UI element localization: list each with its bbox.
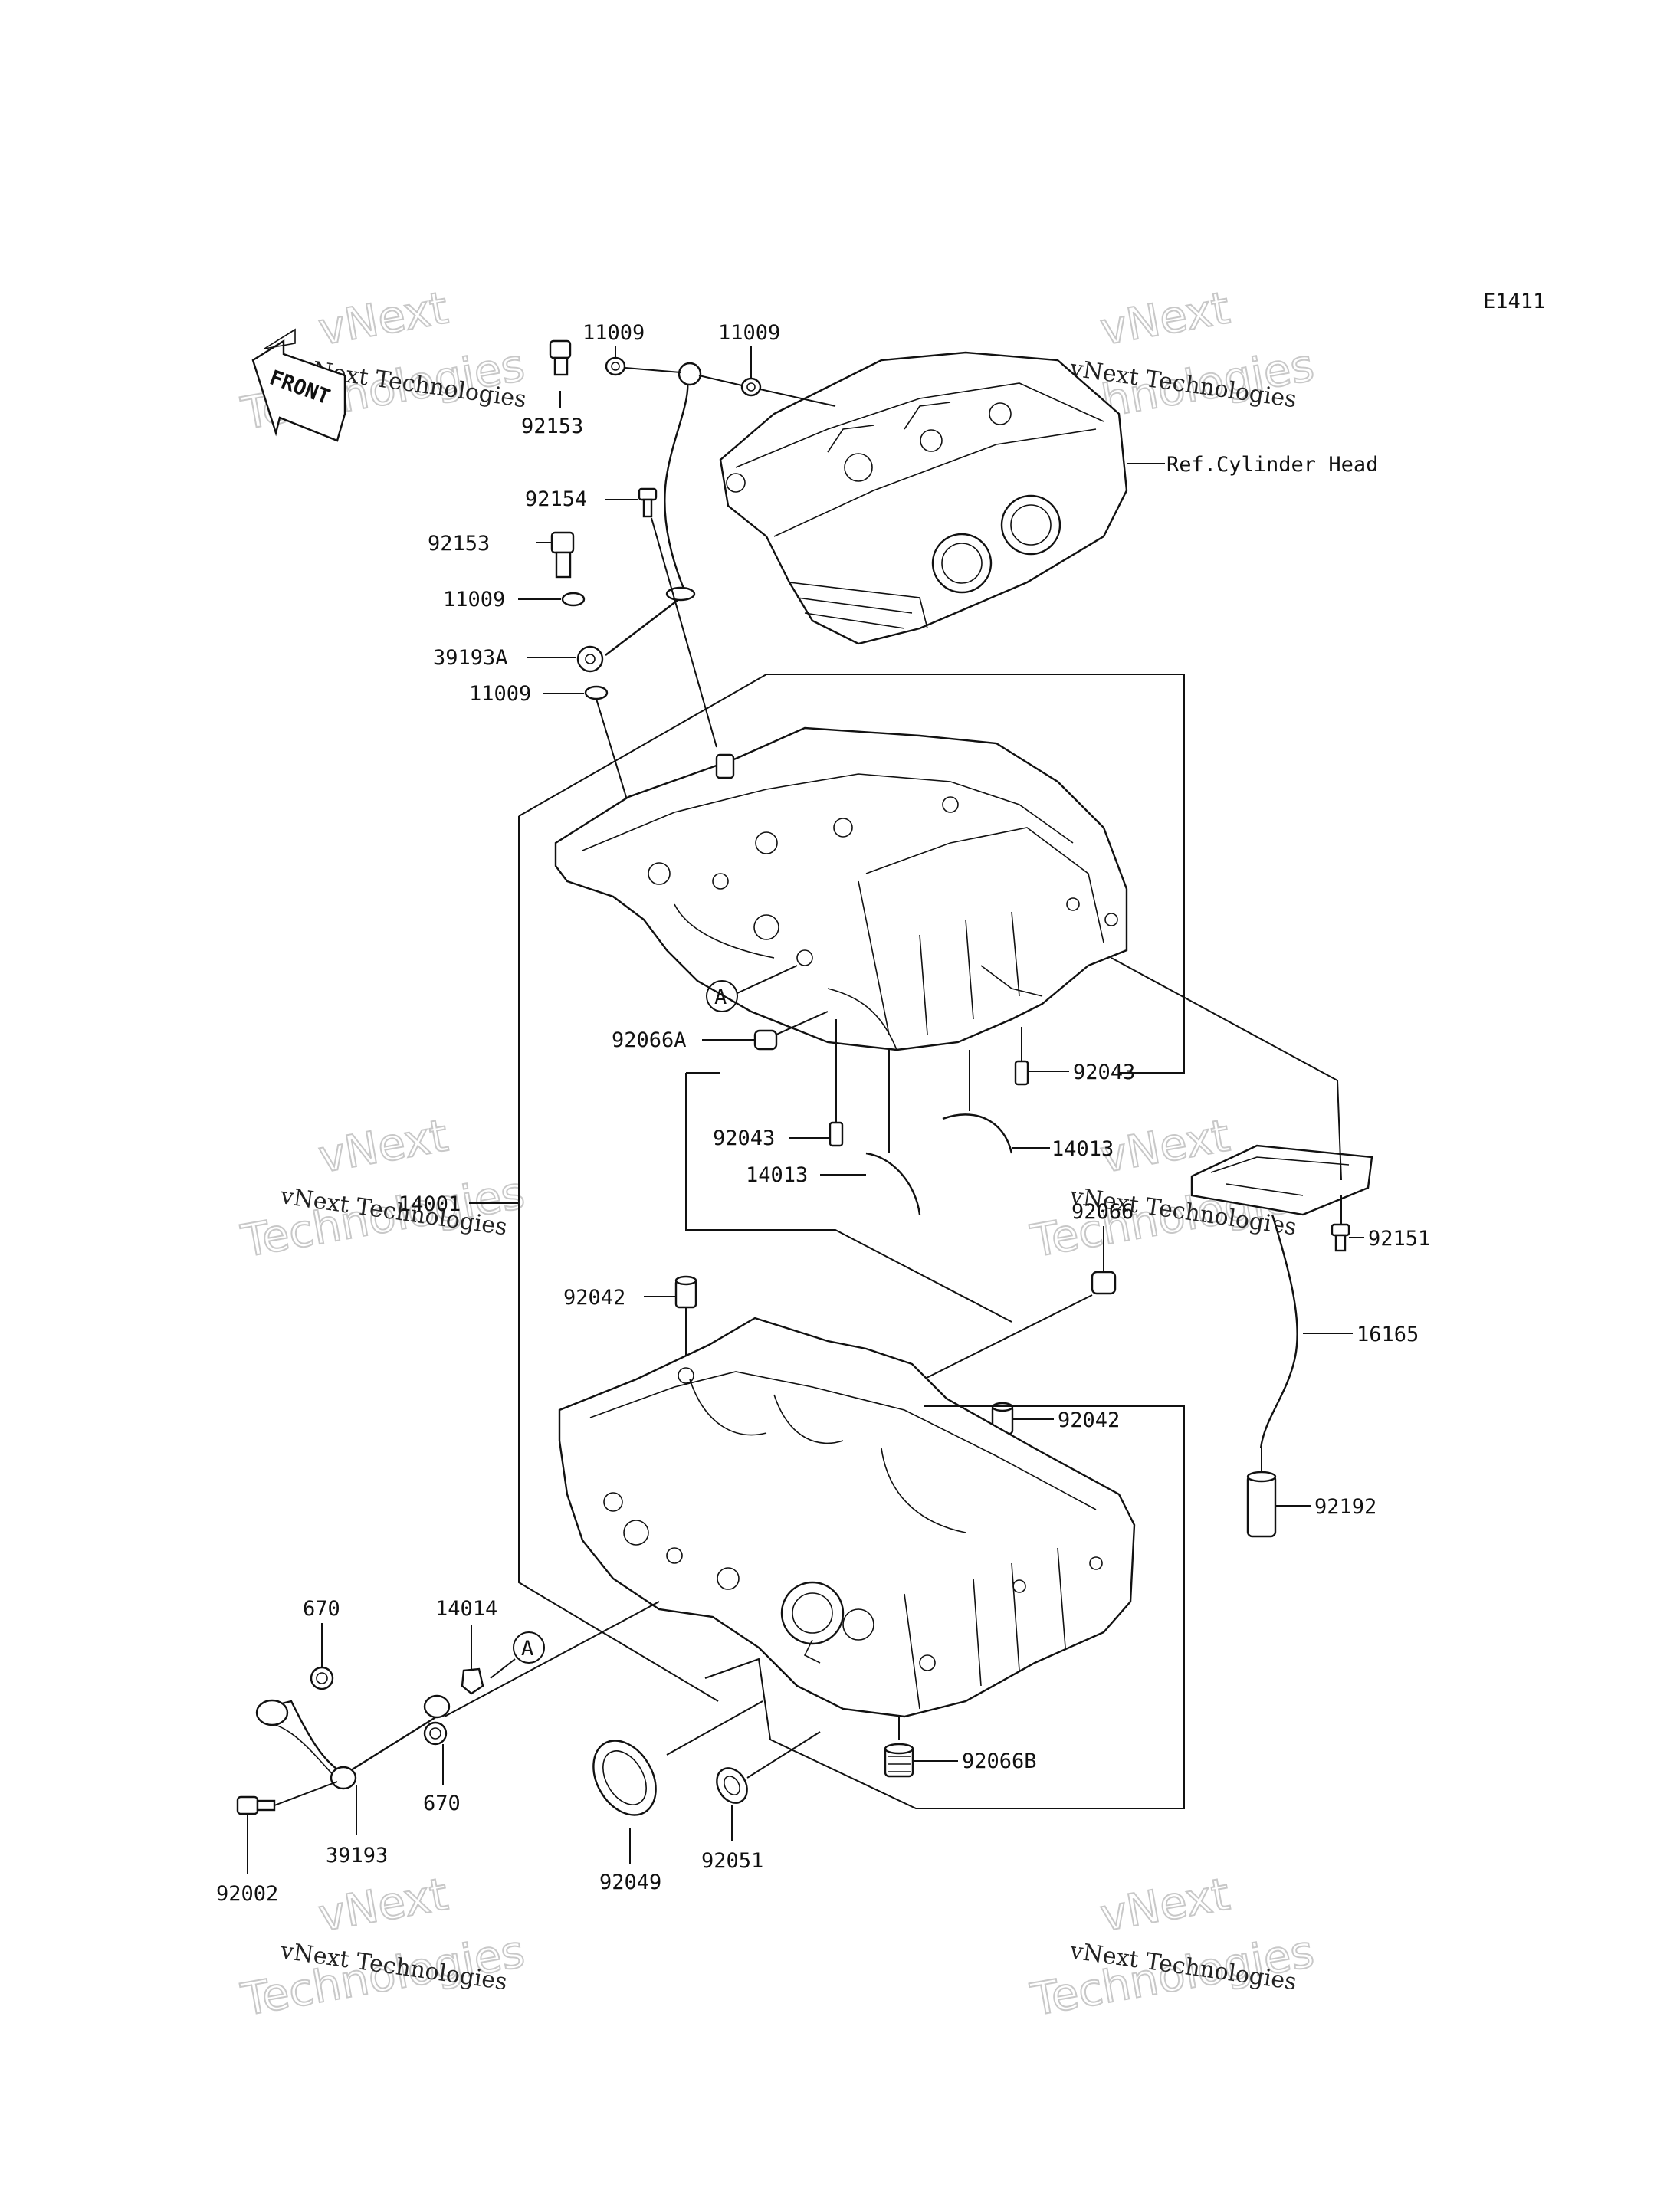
- label-670-bottom: 670: [423, 1792, 461, 1815]
- label-92154: 92154: [525, 487, 587, 511]
- watermark-bottom-left: vNext Technologies vNext Technologies: [237, 1867, 530, 2027]
- bearing-14013-right: [942, 1050, 1050, 1154]
- upper-crankcase-illustration: [554, 726, 1128, 1051]
- washer-11009-top-b: [740, 377, 762, 397]
- label-92043-right: 92043: [1073, 1061, 1135, 1084]
- label-92043-left: 92043: [713, 1126, 775, 1150]
- lower-crankcase-illustration: [558, 1317, 1136, 1718]
- bracket-14001: [469, 674, 1185, 1702]
- plug-92066B: [884, 1717, 958, 1778]
- svg-text:vNext: vNext: [315, 1867, 452, 1941]
- collar-92192: [1246, 1448, 1311, 1538]
- callout-a-lower: A: [490, 1631, 545, 1679]
- oil-seal-92049: [592, 1700, 763, 1864]
- oil-seal-92051: [716, 1731, 821, 1841]
- oil-screen-16165: [1111, 957, 1373, 1449]
- label-92042-left: 92042: [563, 1286, 625, 1310]
- label-11009-top-b: 11009: [718, 321, 780, 345]
- washer-670-bottom: [423, 1721, 448, 1785]
- label-39193: 39193: [326, 1844, 388, 1867]
- svg-text:vNext: vNext: [315, 1109, 452, 1182]
- dowel-92042-left: [644, 1275, 697, 1368]
- label-14013-right: 14013: [1052, 1137, 1114, 1161]
- label-39193A: 39193A: [433, 646, 508, 670]
- label-92051: 92051: [701, 1849, 763, 1873]
- bolt-92151: [1331, 1195, 1364, 1252]
- label-11009-mid-a: 11009: [443, 588, 505, 612]
- label-14014: 14014: [435, 1597, 497, 1621]
- label-92066B: 92066B: [962, 1749, 1037, 1773]
- cylinder-head-illustration: [719, 351, 1128, 645]
- label-92049: 92049: [599, 1871, 661, 1894]
- svg-text:vNext: vNext: [315, 281, 452, 355]
- label-92002: 92002: [216, 1882, 278, 1906]
- label-92192: 92192: [1314, 1495, 1376, 1519]
- label-92042-right: 92042: [1058, 1408, 1120, 1432]
- bolt-92153-top: [549, 339, 572, 376]
- bolt-92002: [236, 1781, 338, 1874]
- bearing-14013-left: [820, 1050, 921, 1215]
- front-arrow-icon: FRONT: [251, 328, 346, 442]
- label-92066: 92066: [1071, 1200, 1134, 1224]
- breather-pipe-39193: [255, 1694, 451, 1835]
- svg-text:vNext: vNext: [1097, 281, 1234, 355]
- watermark-bottom-right: vNext Technologies vNext Technologies: [1026, 1867, 1319, 2027]
- label-14001: 14001: [399, 1192, 461, 1216]
- clamp-14014: [444, 1601, 660, 1717]
- bolt-92154: [638, 487, 658, 518]
- washer-11009-mid-b: [584, 685, 609, 700]
- label-14013-left: 14013: [746, 1163, 808, 1187]
- bracket-lower: [704, 1405, 1185, 1809]
- label-ref-cylinder-head: Ref.Cylinder Head: [1166, 453, 1378, 477]
- label-92153-mid: 92153: [428, 532, 490, 556]
- label-92066A: 92066A: [612, 1028, 687, 1052]
- knock-pin-92043-left: [789, 1019, 844, 1147]
- plug-92066: [923, 1226, 1117, 1380]
- label-92153-top: 92153: [521, 415, 583, 438]
- washer-670-top: [310, 1623, 334, 1690]
- label-11009-top-a: 11009: [582, 321, 645, 345]
- plug-92066A: [702, 1011, 829, 1051]
- label-16165: 16165: [1357, 1323, 1419, 1346]
- bolt-92153-mid: [550, 531, 575, 579]
- diagram-code: E1411: [1483, 290, 1545, 313]
- knock-pin-92043-right: [1014, 1027, 1069, 1086]
- bracket-middle: [685, 1072, 1012, 1323]
- part-labels: 11009 11009 92153 92154 92153 11009 3919…: [216, 321, 1430, 1906]
- washer-11009-mid-a: [561, 592, 586, 607]
- svg-text:A: A: [521, 1637, 533, 1661]
- svg-text:vNext: vNext: [1097, 1867, 1234, 1941]
- label-11009-mid-b: 11009: [469, 682, 531, 706]
- label-670-top: 670: [303, 1597, 340, 1621]
- label-92151: 92151: [1368, 1227, 1430, 1251]
- washer-11009-top-a: [605, 356, 626, 376]
- callout-a-upper: A: [706, 965, 798, 1012]
- watermark-mid-left: vNext Technologies vNext Technologies: [237, 1108, 530, 1268]
- svg-text:A: A: [714, 985, 727, 1009]
